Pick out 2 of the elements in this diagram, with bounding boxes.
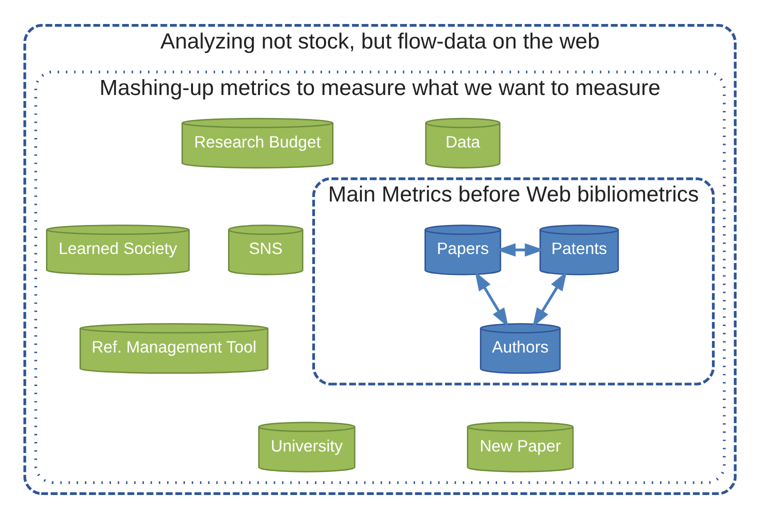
arrow <box>532 270 567 327</box>
arrow <box>474 270 508 327</box>
